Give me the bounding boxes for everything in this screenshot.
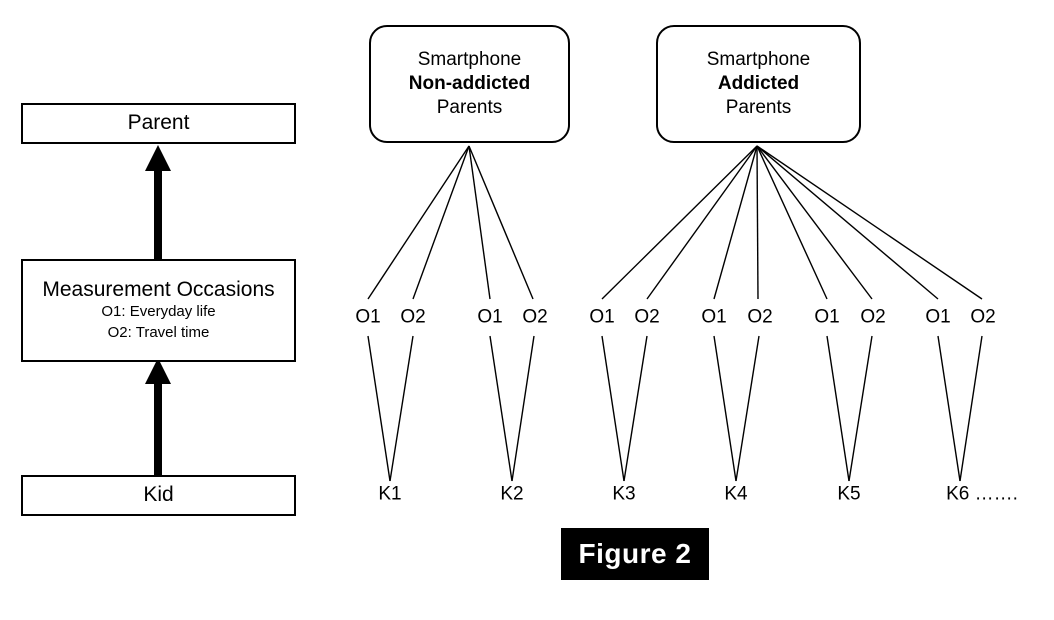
- kid-node-k2[interactable]: K2: [500, 483, 524, 505]
- occasion-node-k3-o1[interactable]: O1: [589, 306, 615, 328]
- edges-addicted-to-occasions: [601, 145, 983, 300]
- edges-occasions-to-kids-nonaddicted: [367, 335, 535, 482]
- group-line1-non-addicted: Smartphone: [417, 48, 522, 70]
- level-label-kid: Kid: [143, 483, 174, 507]
- kid-node-k4[interactable]: K4: [724, 483, 748, 505]
- group-line1-addicted: Smartphone: [706, 48, 811, 70]
- level-box-parent[interactable]: Parent: [21, 103, 296, 144]
- occasion-node-k2-o1[interactable]: O1: [477, 306, 503, 328]
- level-label-measurement-occasions: Measurement Occasions: [42, 278, 275, 302]
- group-line3-addicted: Parents: [725, 97, 792, 119]
- kid-node-k3[interactable]: K3: [612, 483, 636, 505]
- occasion-node-k5-o2[interactable]: O2: [860, 306, 886, 328]
- group-box-addicted[interactable]: Smartphone Addicted Parents: [656, 25, 861, 143]
- occasion-node-k3-o2[interactable]: O2: [634, 306, 660, 328]
- occasion-node-k4-o2[interactable]: O2: [747, 306, 773, 328]
- group-line2-addicted: Addicted: [717, 72, 800, 94]
- occasion-node-k5-o1[interactable]: O1: [814, 306, 840, 328]
- occasion-node-k6-o1[interactable]: O1: [925, 306, 951, 328]
- occasion-node-k6-o2[interactable]: O2: [970, 306, 996, 328]
- measurement-sublabel-o1: O1: Everyday life: [101, 303, 216, 321]
- edges-occasions-to-kids-addicted: [601, 335, 983, 482]
- edges-nonaddicted-to-occasions: [367, 145, 534, 300]
- group-box-non-addicted[interactable]: Smartphone Non-addicted Parents: [369, 25, 570, 143]
- occasion-node-k4-o1[interactable]: O1: [701, 306, 727, 328]
- arrow-kid-to-measurement: [145, 358, 171, 475]
- occasion-node-k1-o1[interactable]: O1: [355, 306, 381, 328]
- group-line2-non-addicted: Non-addicted: [408, 72, 531, 94]
- kid-node-k1[interactable]: K1: [378, 483, 402, 505]
- kid-node-k6[interactable]: K6 …….: [946, 483, 1018, 505]
- level-label-parent: Parent: [127, 111, 190, 135]
- measurement-sublabel-o2: O2: Travel time: [107, 323, 210, 341]
- occasion-node-k1-o2[interactable]: O2: [400, 306, 426, 328]
- figure-caption-tag: Figure 2: [561, 528, 709, 580]
- arrow-measurement-to-parent: [145, 145, 171, 259]
- group-line3-non-addicted: Parents: [436, 97, 503, 119]
- level-box-measurement-occasions[interactable]: Measurement Occasions O1: Everyday life …: [21, 259, 296, 362]
- occasion-node-k2-o2[interactable]: O2: [522, 306, 548, 328]
- kid-node-k5[interactable]: K5: [837, 483, 861, 505]
- level-box-kid[interactable]: Kid: [21, 475, 296, 516]
